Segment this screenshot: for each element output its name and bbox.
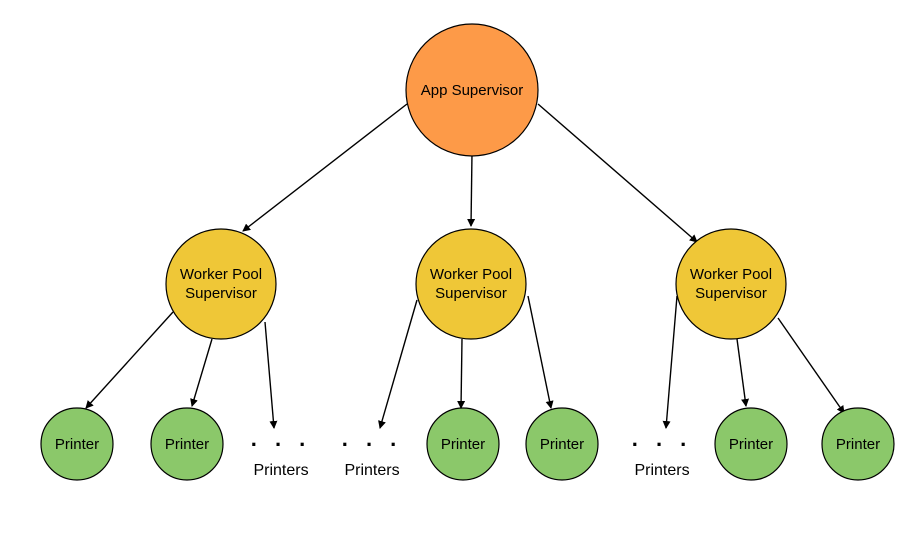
printers-label: Printers	[253, 462, 308, 479]
printers-ellipsis-2: . . . Printers	[342, 426, 403, 479]
printer-circle	[714, 407, 788, 481]
ellipsis-dots: . . .	[632, 426, 693, 451]
printer-node-1: Printer	[40, 407, 114, 481]
edge-supervisor-3-to-printer-5	[736, 338, 750, 407]
app-supervisor-label: App Supervisor	[421, 82, 524, 99]
edge-supervisor-3-to-printer-6	[777, 317, 845, 414]
worker-pool-supervisor-circle	[415, 228, 527, 340]
printer-node-3: Printer	[426, 407, 500, 481]
printer-circle	[40, 407, 114, 481]
printer-circle	[525, 407, 599, 481]
ellipsis-dots: . . .	[251, 426, 312, 451]
ellipsis-dots: . . .	[342, 426, 403, 451]
printer-circle	[426, 407, 500, 481]
printer-label: Printer	[836, 436, 880, 453]
edge-root-to-supervisor-1	[242, 103, 408, 232]
edge-root-to-supervisor-2	[467, 152, 476, 227]
worker-pool-supervisor-node-2: Worker Pool Supervisor	[415, 228, 527, 340]
app-supervisor-node: App Supervisor	[405, 23, 539, 157]
printer-circle	[821, 407, 895, 481]
supervisor-label-line1: Worker Pool	[430, 266, 512, 283]
printer-node-5: Printer	[714, 407, 788, 481]
supervisor-label-line1: Worker Pool	[180, 266, 262, 283]
worker-pool-supervisor-node-3: Worker Pool Supervisor	[675, 228, 787, 340]
edge-supervisor-2-to-printer-4	[527, 295, 554, 409]
printers-ellipsis-1: . . . Printers	[251, 426, 312, 479]
app-supervisor-circle	[405, 23, 539, 157]
worker-pool-supervisor-circle	[675, 228, 787, 340]
edge-supervisor-1-to-printers-1	[264, 321, 278, 429]
edge-supervisor-3-to-printers-3	[662, 295, 678, 429]
worker-pool-supervisor-node-1: Worker Pool Supervisor	[165, 228, 277, 340]
supervisor-label-line1: Worker Pool	[690, 266, 772, 283]
supervisor-label-line2: Supervisor	[185, 285, 257, 302]
printer-label: Printer	[729, 436, 773, 453]
printers-label: Printers	[634, 462, 689, 479]
edge-supervisor-2-to-printers-2	[378, 299, 418, 429]
printer-circle	[150, 407, 224, 481]
edge-supervisor-1-to-printer-1	[85, 311, 174, 409]
printers-label: Printers	[344, 462, 399, 479]
supervisor-label-line2: Supervisor	[435, 285, 507, 302]
edge-supervisor-1-to-printer-2	[190, 338, 213, 407]
supervisor-label-line2: Supervisor	[695, 285, 767, 302]
printer-label: Printer	[165, 436, 209, 453]
printers-ellipsis-3: . . . Printers	[632, 426, 693, 479]
printer-node-6: Printer	[821, 407, 895, 481]
printer-label: Printer	[441, 436, 485, 453]
worker-pool-supervisor-circle	[165, 228, 277, 340]
printer-node-2: Printer	[150, 407, 224, 481]
printer-node-4: Printer	[525, 407, 599, 481]
printer-label: Printer	[55, 436, 99, 453]
printer-label: Printer	[540, 436, 584, 453]
edge-supervisor-2-to-printer-3	[457, 338, 466, 409]
edge-root-to-supervisor-3	[537, 103, 698, 243]
